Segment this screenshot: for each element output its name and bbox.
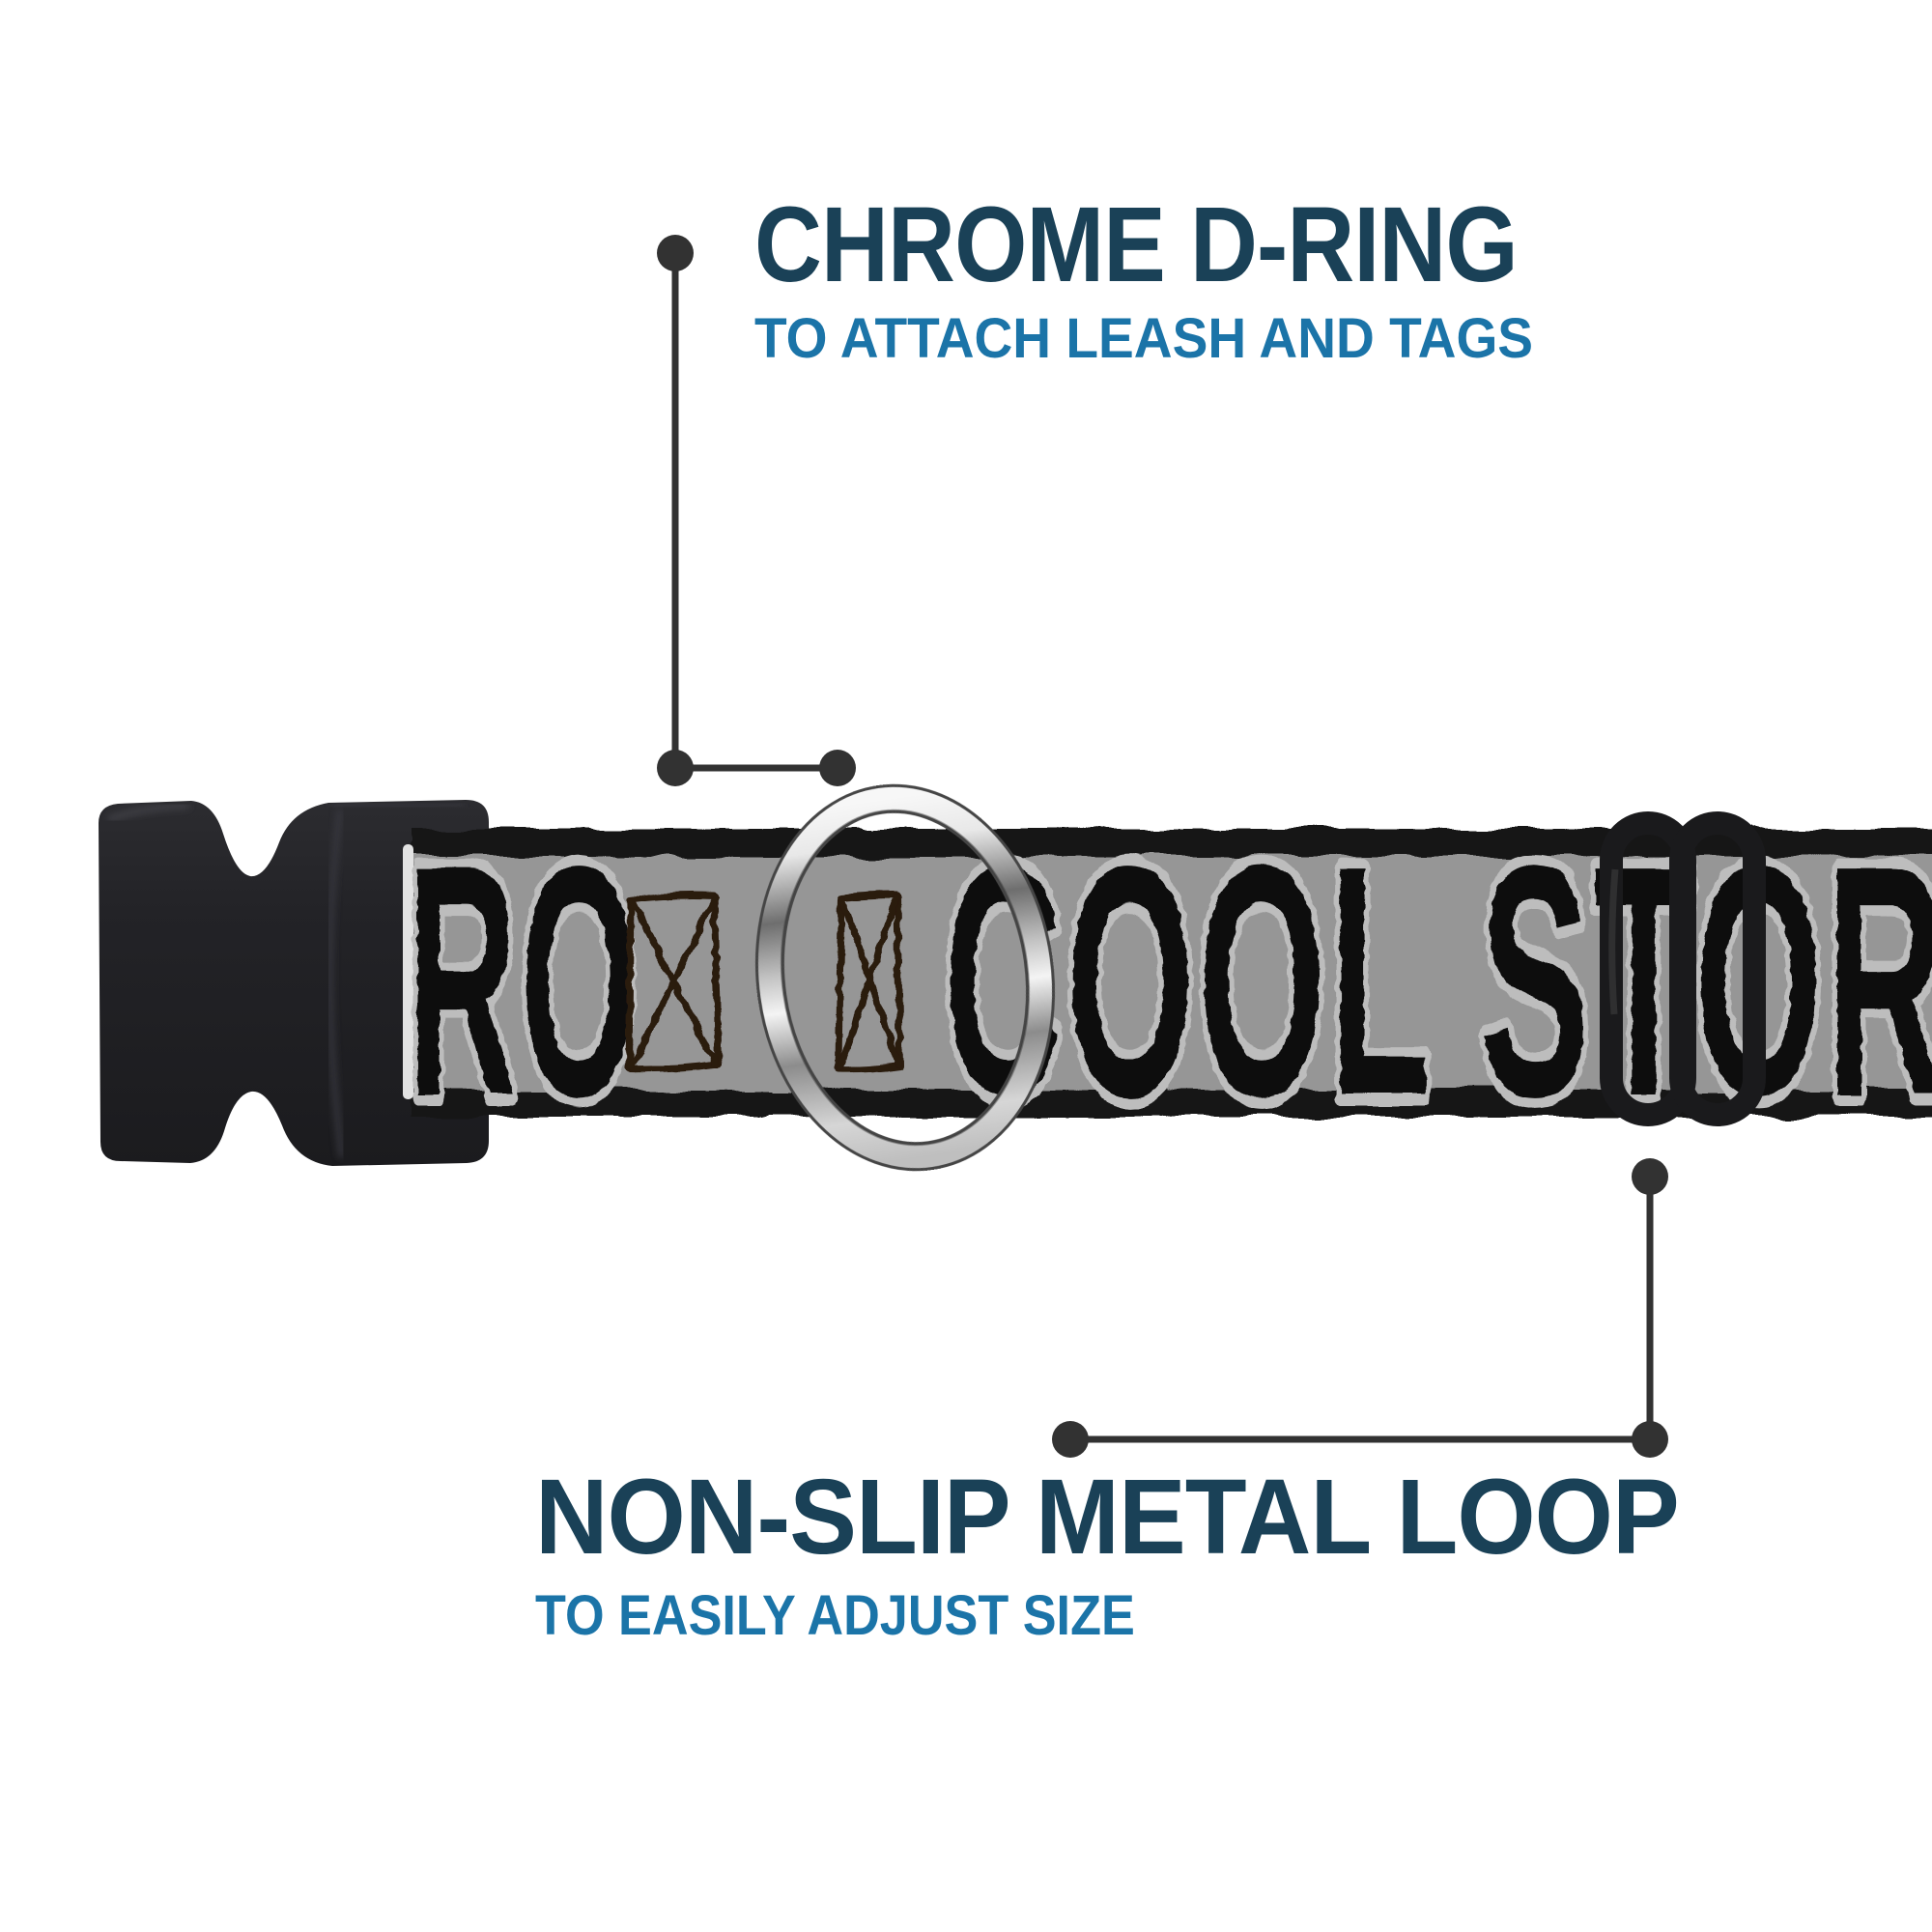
callout-dot [1632, 1421, 1668, 1458]
callout-dot [657, 235, 694, 271]
callout-dot [1632, 1158, 1668, 1195]
bottom-annotation-subtitle: TO EASILY ADJUST SIZE [535, 1584, 1135, 1647]
callout-dot [657, 750, 694, 786]
tri-glide-slider-icon [1600, 811, 1766, 1126]
buckle-body [99, 800, 489, 1166]
bottom-annotation-title: NON-SLIP METAL LOOP [535, 1458, 1680, 1577]
buckle [99, 800, 489, 1166]
webbing-print-right: COOL STOR [944, 798, 1932, 1164]
webbing-print: RO COOL STOR [401, 790, 1932, 1173]
callout-top [657, 235, 856, 786]
d-ring-icon [754, 783, 1056, 1172]
buckle-block-highlight [329, 802, 465, 809]
top-annotation-title: CHROME D-RING [754, 185, 1519, 304]
callout-dot [819, 750, 856, 786]
callout-dot [1052, 1421, 1089, 1458]
top-annotation-subtitle: TO ATTACH LEASH AND TAGS [754, 307, 1534, 370]
buckle-ridge-highlight [327, 809, 345, 1158]
checkbox-x-icon [625, 892, 723, 1073]
webbing-print-left: RO [408, 798, 641, 1165]
buckle-top-highlight [107, 803, 190, 822]
buckle-slot-highlight [403, 844, 413, 1099]
checkbox-x-icon [835, 891, 904, 1073]
callout-bottom [1052, 1158, 1668, 1458]
